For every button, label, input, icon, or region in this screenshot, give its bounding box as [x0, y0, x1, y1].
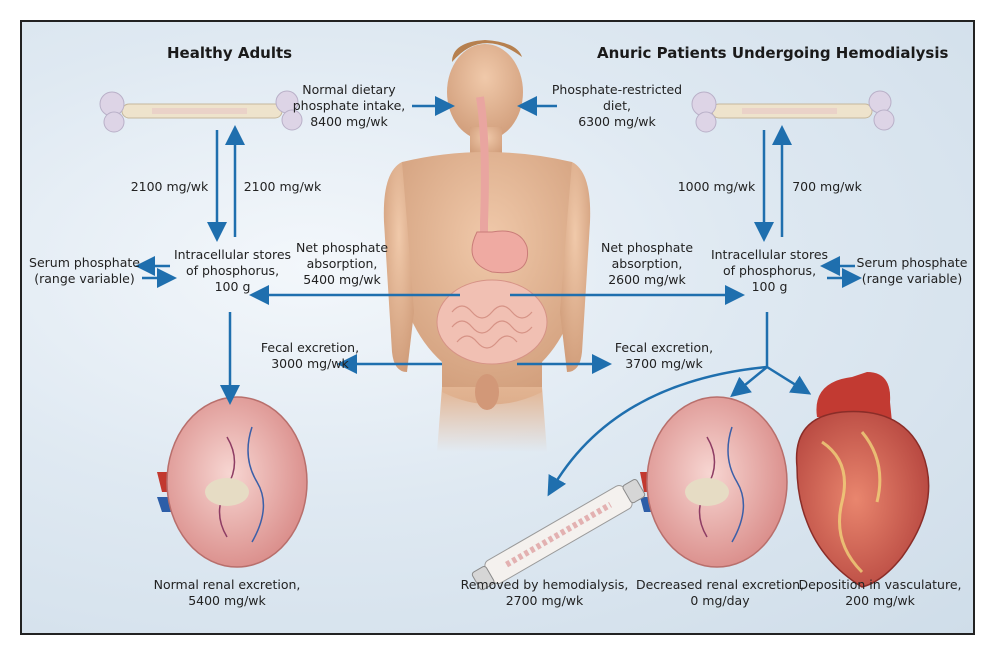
kidney-left	[157, 396, 308, 568]
heart	[795, 372, 930, 588]
figure-frame: Healthy Adults Anuric Patients Undergoin…	[20, 20, 975, 635]
label-bone-to-stores-healthy: 2100 mg/wk	[130, 179, 209, 194]
label-fecal-dialysis: Fecal excretion, 3700 mg/wk	[614, 340, 714, 371]
header-anuric-patients: Anuric Patients Undergoing Hemodialysis	[597, 44, 949, 62]
illustration-layer	[99, 40, 930, 591]
label-stores-to-bone-dialysis: 700 mg/wk	[792, 179, 862, 194]
human-figure	[383, 40, 591, 452]
bone-right	[691, 90, 895, 133]
label-renal-healthy: Normal renal excretion, 5400 mg/wk	[153, 577, 301, 608]
arrow-renal-dialysis	[730, 366, 768, 398]
label-serum-healthy: Serum phosphate (range variable)	[29, 255, 140, 286]
label-bone-to-stores-dialysis: 1000 mg/wk	[677, 179, 756, 194]
label-vasculature: Deposition in vasculature, 200 mg/wk	[798, 577, 962, 608]
label-hemodialysis: Removed by hemodialysis, 2700 mg/wk	[460, 577, 629, 608]
label-renal-dialysis: Decreased renal excretion, 0 mg/day	[635, 577, 805, 608]
arrow-hemodialysis	[547, 365, 768, 497]
label-stores-dialysis: Intracellular stores of phosphorus, 100 …	[710, 247, 829, 294]
arrow-vasculature	[766, 365, 812, 395]
label-intake-healthy: Normal dietary phosphate intake, 8400 mg…	[292, 82, 406, 129]
label-stores-healthy: Intracellular stores of phosphorus, 100 …	[173, 247, 292, 294]
label-stores-to-bone-healthy: 2100 mg/wk	[243, 179, 322, 194]
header-healthy-adults: Healthy Adults	[167, 44, 293, 62]
kidney-right	[640, 396, 788, 568]
bone-left	[99, 90, 303, 133]
label-absorption-dialysis: Net phosphate absorption, 2600 mg/wk	[600, 240, 694, 287]
dialyzer	[471, 479, 646, 591]
label-serum-dialysis: Serum phosphate (range variable)	[856, 255, 968, 286]
label-fecal-healthy: Fecal excretion, 3000 mg/wk	[260, 340, 360, 371]
label-absorption-healthy: Net phosphate absorption, 5400 mg/wk	[295, 240, 389, 287]
label-intake-dialysis: Phosphate-restricted diet, 6300 mg/wk	[551, 82, 683, 129]
